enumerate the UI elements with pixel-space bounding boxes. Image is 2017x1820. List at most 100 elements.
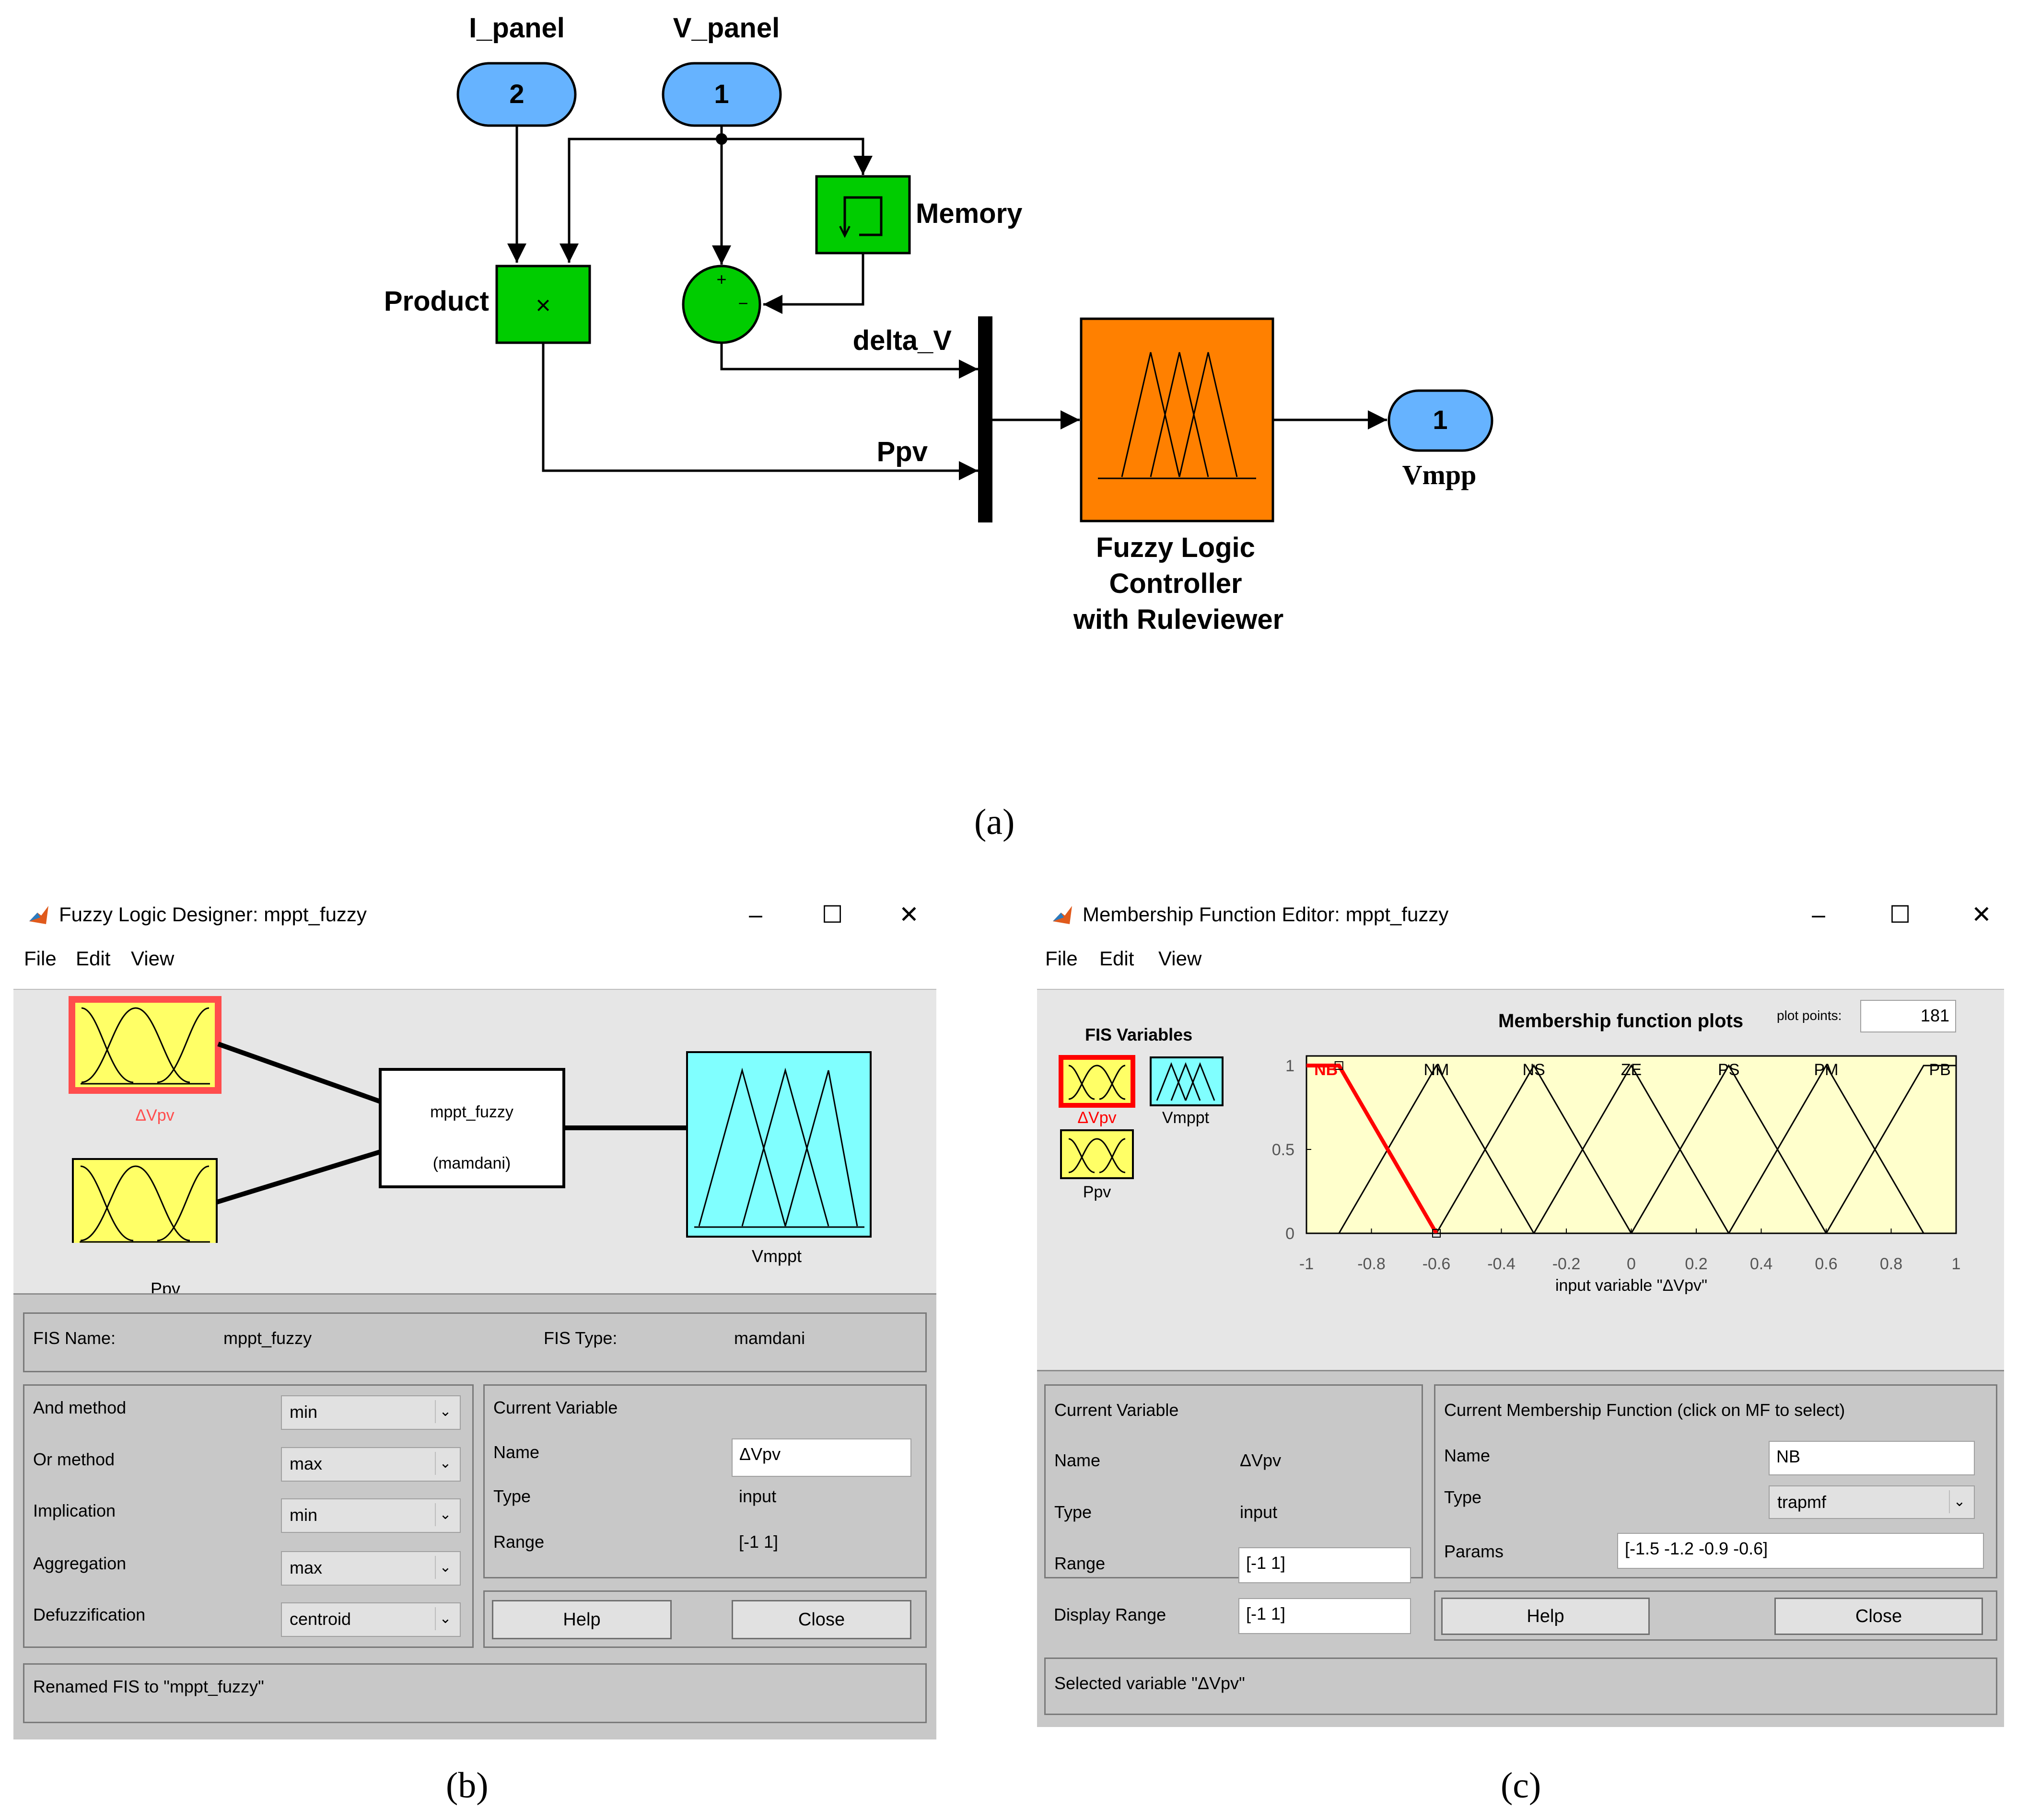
input-label-dvpv: ΔVpv xyxy=(135,1106,174,1124)
mf-curve-ze[interactable] xyxy=(1533,1064,1730,1233)
range-value: [-1 1] xyxy=(739,1532,779,1552)
caption-b: (b) xyxy=(446,1765,489,1806)
fis-type-value: mamdani xyxy=(734,1328,805,1348)
mf-type-select[interactable]: trapmf⌄ xyxy=(1769,1485,1975,1519)
type-label: Type xyxy=(493,1486,531,1506)
inport-i-panel[interactable]: 2 xyxy=(456,62,577,127)
current-mf-label: Current Membership Function (click on MF… xyxy=(1444,1400,1845,1420)
range-field[interactable]: [-1 1] xyxy=(1238,1547,1411,1583)
status-panel: Selected variable "ΔVpv" xyxy=(1044,1658,1997,1715)
menu-edit[interactable]: Edit xyxy=(76,947,111,970)
help-button[interactable]: Help xyxy=(492,1600,672,1639)
fis-variable-label-ppv: Ppv xyxy=(1083,1183,1111,1201)
help-close-panel: Help Close xyxy=(1434,1590,1997,1641)
inport-number: 2 xyxy=(509,79,524,109)
inport-v-panel[interactable]: 1 xyxy=(662,62,782,127)
x-tick-label: -0.8 xyxy=(1357,1255,1386,1273)
menu-view[interactable]: View xyxy=(1158,947,1202,970)
x-axis-label: input variable "ΔVpv" xyxy=(1555,1276,1707,1295)
close-button[interactable]: Close xyxy=(1774,1598,1983,1635)
output-variable-vmppt[interactable] xyxy=(686,1051,872,1238)
outport-vmpp[interactable]: 1 xyxy=(1387,389,1493,452)
chevron-down-icon: ⌄ xyxy=(435,1503,455,1526)
fis-info-panel: FIS Name: mppt_fuzzy FIS Type: mamdani xyxy=(23,1312,927,1372)
aggregation-select[interactable]: max⌄ xyxy=(281,1551,461,1586)
fis-variables-label: FIS Variables xyxy=(1085,1025,1193,1044)
current-variable-label: Current Variable xyxy=(493,1398,618,1417)
memory-block[interactable] xyxy=(815,175,911,255)
fis-box[interactable]: mppt_fuzzy (mamdani) xyxy=(379,1068,565,1188)
name-value: ΔVpv xyxy=(1240,1450,1282,1470)
minimize-button[interactable]: – xyxy=(1812,901,1825,928)
mf-name-label: Name xyxy=(1444,1446,1491,1465)
plot-title: Membership function plots xyxy=(1498,1010,1744,1032)
mf-curve-pm[interactable] xyxy=(1728,1064,1924,1233)
simulink-diagram: I_panel V_panel 2 1 Memory × Product + xyxy=(384,12,1493,635)
fis-box-name: mppt_fuzzy xyxy=(430,1103,513,1121)
x-tick-label: -0.6 xyxy=(1422,1255,1451,1273)
fuzzy-controller-label-1: Fuzzy Logic xyxy=(1096,532,1255,563)
fis-variable-dvpv[interactable] xyxy=(1059,1055,1135,1108)
mf-handle xyxy=(1334,1061,1343,1070)
fis-variable-label-dvpv: ΔVpv xyxy=(1077,1109,1116,1127)
mf-label-nb: NB xyxy=(1314,1061,1338,1079)
implication-select[interactable]: min⌄ xyxy=(281,1498,461,1533)
mf-curve-nm[interactable] xyxy=(1338,1064,1535,1233)
fuzzy-logic-designer-window: Fuzzy Logic Designer: mppt_fuzzy – ☐ ✕ F… xyxy=(13,891,936,1739)
close-button[interactable]: Close xyxy=(732,1600,911,1639)
mf-curve-nb[interactable] xyxy=(1144,1064,1438,1233)
mf-curve-ps[interactable] xyxy=(1631,1064,1827,1233)
caption-a: (a) xyxy=(974,802,1015,842)
matlab-icon xyxy=(1053,906,1072,924)
fis-variable-vmppt[interactable] xyxy=(1150,1056,1224,1106)
window-title: Fuzzy Logic Designer: mppt_fuzzy xyxy=(59,903,367,926)
mf-label-pb: PB xyxy=(1929,1061,1950,1079)
menu-file[interactable]: File xyxy=(24,947,57,970)
maximize-button[interactable]: ☐ xyxy=(821,901,843,928)
params-field[interactable]: [-1.5 -1.2 -0.9 -0.6] xyxy=(1617,1533,1984,1569)
current-variable-label: Current Variable xyxy=(1054,1400,1179,1420)
type-value: input xyxy=(1240,1502,1278,1522)
product-block[interactable]: × xyxy=(495,265,591,344)
display-range-label: Display Range xyxy=(1054,1605,1166,1624)
title-bar[interactable]: Membership Function Editor: mppt_fuzzy –… xyxy=(1037,891,2004,939)
fuzzy-controller-block[interactable] xyxy=(1080,317,1274,522)
help-button[interactable]: Help xyxy=(1441,1598,1650,1635)
sum-block[interactable]: + − xyxy=(682,265,761,344)
menu-view[interactable]: View xyxy=(131,947,175,970)
menu-edit[interactable]: Edit xyxy=(1099,947,1134,970)
methods-panel: And method min⌄ Or method max⌄ Implicati… xyxy=(23,1384,474,1648)
display-range-field[interactable]: [-1 1] xyxy=(1238,1598,1411,1634)
input-variable-ppv[interactable] xyxy=(72,1158,218,1243)
plot-points-field[interactable]: 181 xyxy=(1860,1000,1956,1032)
inport-label-v-panel: V_panel xyxy=(673,12,780,44)
fis-diagram: ΔVpv mppt_fuzzy (mamdani) xyxy=(69,996,872,1243)
membership-function-editor-window: Membership Function Editor: mppt_fuzzy –… xyxy=(1037,891,2004,1727)
fis-variable-ppv[interactable] xyxy=(1060,1129,1134,1179)
defuzzification-label: Defuzzification xyxy=(33,1605,146,1624)
matlab-icon xyxy=(29,906,48,924)
mf-curve-ns[interactable] xyxy=(1435,1064,1632,1233)
name-label: Name xyxy=(1054,1450,1101,1470)
or-method-select[interactable]: max⌄ xyxy=(281,1447,461,1482)
outport-label: Vmpp xyxy=(1402,459,1477,490)
mf-name-field[interactable]: NB xyxy=(1769,1441,1975,1475)
inport-label-i-panel: I_panel xyxy=(469,12,565,44)
minimize-button[interactable]: – xyxy=(749,901,762,928)
maximize-button[interactable]: ☐ xyxy=(1889,901,1911,928)
menu-file[interactable]: File xyxy=(1045,947,1078,970)
implication-label: Implication xyxy=(33,1501,116,1520)
and-method-select[interactable]: min⌄ xyxy=(281,1395,461,1430)
caption-c: (c) xyxy=(1501,1765,1541,1806)
mf-curve-pb[interactable] xyxy=(1825,1065,2004,1233)
defuzzification-select[interactable]: centroid⌄ xyxy=(281,1602,461,1637)
variable-name-field[interactable]: ΔVpv xyxy=(732,1438,911,1477)
input-variable-dvpv[interactable] xyxy=(69,996,222,1094)
range-label: Range xyxy=(1054,1553,1106,1573)
status-text: Selected variable "ΔVpv" xyxy=(1054,1673,1245,1693)
mux-block[interactable] xyxy=(978,316,992,522)
title-bar[interactable]: Fuzzy Logic Designer: mppt_fuzzy – ☐ ✕ xyxy=(13,891,936,939)
close-window-button[interactable]: ✕ xyxy=(1971,901,1992,928)
close-window-button[interactable]: ✕ xyxy=(899,901,919,928)
